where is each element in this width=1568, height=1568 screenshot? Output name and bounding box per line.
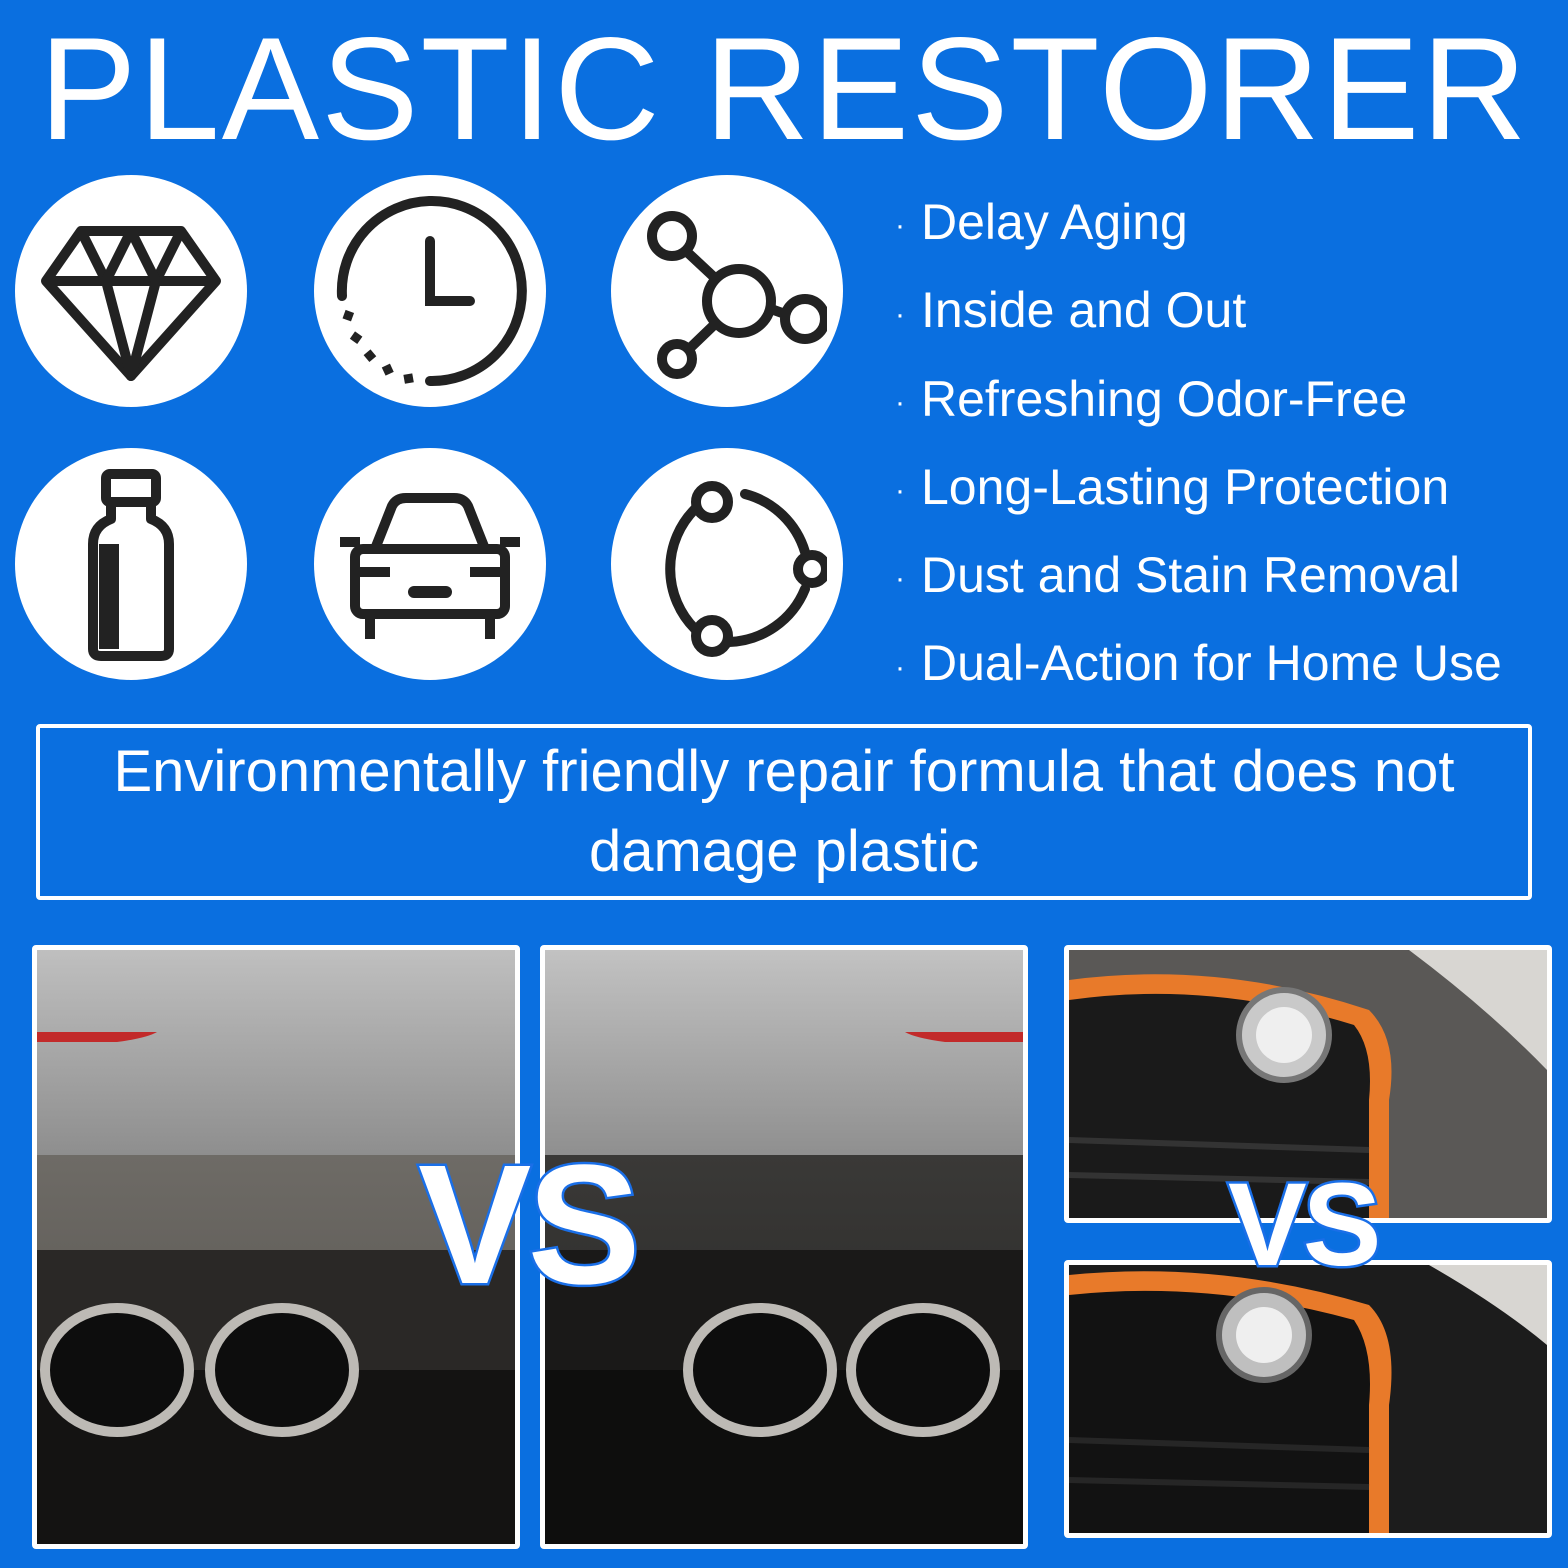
page-title: PLASTIC RESTORER [39,7,1529,170]
after-bumper-photo [540,945,1028,1549]
feature-item: ·Dual-Action for Home Use [895,635,1502,692]
banner-text: Environmentally friendly repair formula … [113,739,1455,884]
bottle-icon [15,448,247,680]
cycle-icon [611,448,843,680]
before-foglight-photo [1064,945,1552,1223]
feature-item: ·Delay Aging [895,194,1188,250]
clock-icon [314,175,546,407]
feature-item: ·Refreshing Odor-Free [895,370,1408,427]
formula-banner: Environmentally friendly repair formula … [36,724,1532,900]
molecule-icon [611,175,843,407]
after-foglight-photo [1064,1260,1552,1538]
feature-list: ·Delay Aging ·Inside and Out ·Refreshing… [895,180,1555,710]
feature-item: ·Inside and Out [895,282,1247,339]
before-bumper-photo [32,945,520,1549]
car-icon [314,448,546,680]
feature-item: ·Dust and Stain Removal [895,547,1461,604]
vs-label-bumper: VS [416,1130,644,1320]
diamond-icon [15,175,247,407]
vs-label-foglight: VS [1225,1159,1383,1291]
feature-item: ·Long-Lasting Protection [895,458,1450,515]
